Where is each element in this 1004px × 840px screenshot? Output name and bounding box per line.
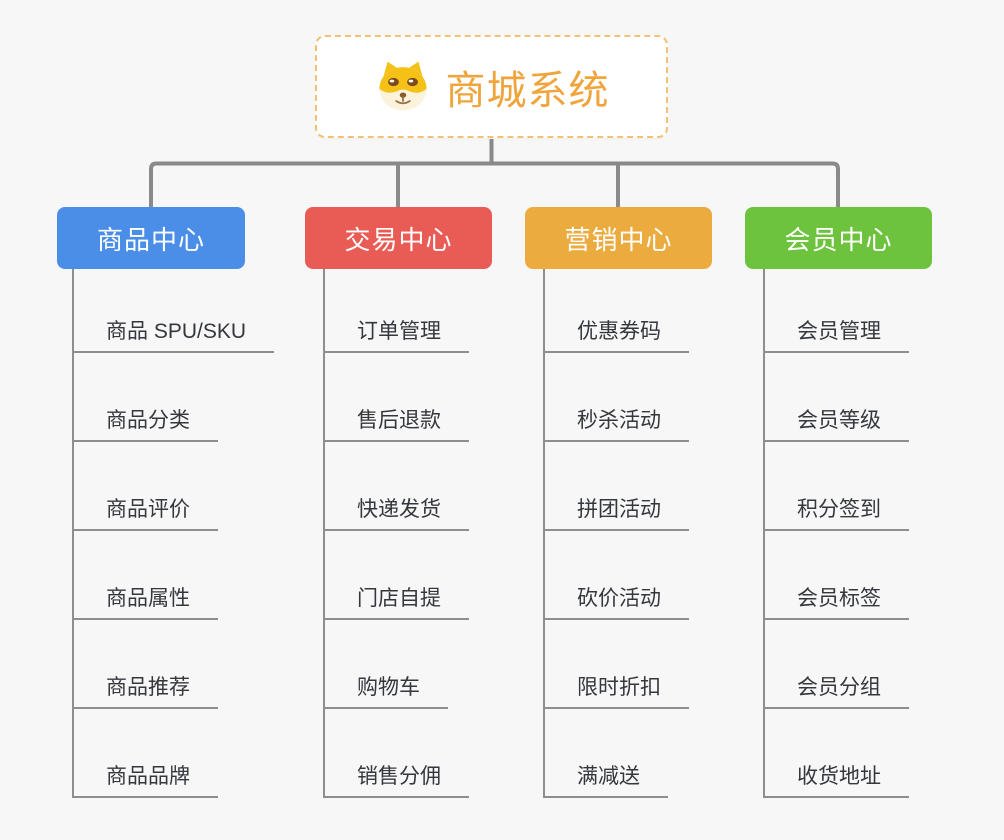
root-title: 商城系统 [445, 68, 610, 113]
root-node[interactable]: 商城系统 [315, 35, 668, 138]
branch-node-marketing-center[interactable]: 营销中心 [525, 207, 712, 269]
branch-items-product-center: 商品 SPU/SKU 商品分类 商品评价 商品属性 商品推荐 商品品牌 [72, 269, 302, 800]
leaf-item[interactable]: 商品推荐 [72, 674, 218, 709]
column-connector-line [323, 269, 325, 798]
leaf-item[interactable]: 会员管理 [763, 318, 909, 353]
leaf-item[interactable]: 拼团活动 [543, 496, 689, 531]
leaf-item[interactable]: 售后退款 [323, 407, 469, 442]
leaf-item[interactable]: 门店自提 [323, 585, 469, 620]
branch-label: 交易中心 [344, 224, 453, 255]
branch-items-marketing-center: 优惠券码 秒杀活动 拼团活动 砍价活动 限时折扣 满减送 [543, 269, 773, 800]
branch-items-trade-center: 订单管理 售后退款 快递发货 门店自提 购物车 销售分佣 [323, 269, 553, 800]
leaf-item[interactable]: 秒杀活动 [543, 407, 689, 442]
leaf-item[interactable]: 积分签到 [763, 496, 909, 531]
branch-node-member-center[interactable]: 会员中心 [745, 207, 932, 269]
branch-node-product-center[interactable]: 商品中心 [57, 207, 245, 269]
leaf-item[interactable]: 会员分组 [763, 674, 909, 709]
leaf-item[interactable]: 会员等级 [763, 407, 909, 442]
column-connector-line [72, 269, 74, 798]
doge-icon [378, 61, 427, 111]
main-rail-line [149, 161, 840, 207]
column-connector-line [763, 269, 765, 798]
branch-items-member-center: 会员管理 会员等级 积分签到 会员标签 会员分组 收货地址 [763, 269, 993, 800]
leaf-item[interactable]: 收货地址 [763, 763, 909, 798]
leaf-item[interactable]: 订单管理 [323, 318, 469, 353]
leaf-item[interactable]: 砍价活动 [543, 585, 689, 620]
branch-node-trade-center[interactable]: 交易中心 [305, 207, 492, 269]
leaf-item[interactable]: 商品品牌 [72, 763, 218, 798]
leaf-item[interactable]: 优惠券码 [543, 318, 689, 353]
leaf-item[interactable]: 商品 SPU/SKU [72, 318, 275, 353]
leaf-item[interactable]: 商品属性 [72, 585, 218, 620]
leaf-item[interactable]: 快递发货 [323, 496, 469, 531]
leaf-item[interactable]: 满减送 [543, 763, 668, 798]
leaf-item[interactable]: 商品评价 [72, 496, 218, 531]
leaf-item[interactable]: 销售分佣 [323, 763, 469, 798]
leaf-item[interactable]: 购物车 [323, 674, 448, 709]
column-connector-line [543, 269, 545, 798]
branch-label: 商品中心 [96, 224, 205, 255]
branch-label: 会员中心 [784, 224, 893, 255]
leaf-item[interactable]: 会员标签 [763, 585, 909, 620]
leaf-item[interactable]: 商品分类 [72, 407, 218, 442]
branch-label: 营销中心 [564, 224, 673, 255]
leaf-item[interactable]: 限时折扣 [543, 674, 689, 709]
